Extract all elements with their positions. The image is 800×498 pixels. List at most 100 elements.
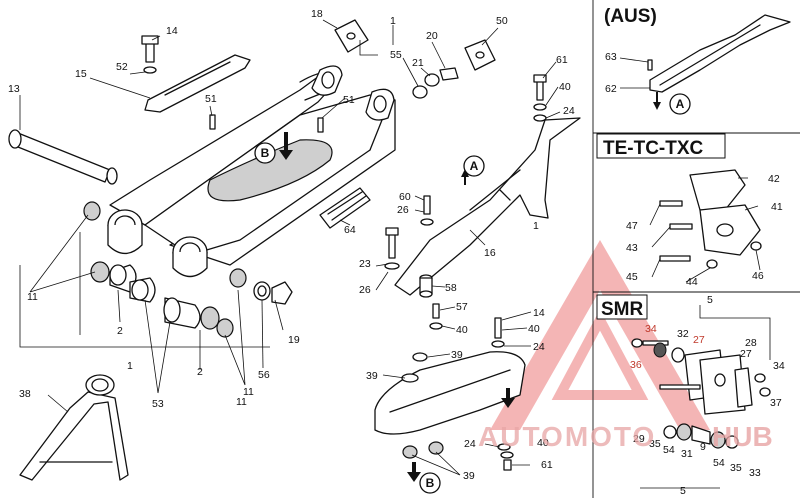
label-39-b: 39 <box>366 370 378 382</box>
slider-pad-50 <box>464 39 496 71</box>
callout-a-1 <box>463 155 485 177</box>
chain-guard-upper <box>144 54 251 113</box>
callout-b-label-2: B <box>426 476 435 490</box>
label-26-a: 26 <box>397 204 409 216</box>
label-55: 55 <box>390 49 402 61</box>
label-2-b: 2 <box>197 366 203 378</box>
label-38: 38 <box>19 388 31 400</box>
label-61-b: 61 <box>541 459 553 471</box>
swingarm <box>107 65 396 278</box>
label-5-a: 5 <box>707 294 713 306</box>
label-57: 57 <box>456 301 468 313</box>
label-53: 53 <box>152 398 164 410</box>
label-43: 43 <box>626 242 638 254</box>
label-28: 28 <box>745 337 757 349</box>
slider-pad-18 <box>334 19 369 53</box>
label-24-a: 24 <box>563 105 575 117</box>
label-58: 58 <box>445 282 457 294</box>
label-5-b: 5 <box>680 485 686 497</box>
label-40-c: 40 <box>528 323 540 335</box>
te-guide-bracket <box>659 169 762 269</box>
label-54-b: 54 <box>713 457 725 469</box>
label-40-d: 40 <box>537 437 549 449</box>
label-33: 33 <box>749 467 761 479</box>
callout-a-2 <box>669 93 691 115</box>
label-40-a: 40 <box>559 81 571 93</box>
label-62: 62 <box>605 83 617 95</box>
label-39-a: 39 <box>451 349 463 361</box>
label-34-b: 34 <box>773 360 785 372</box>
bolt-set <box>209 74 547 471</box>
label-63: 63 <box>605 51 617 63</box>
label-56: 56 <box>258 369 270 381</box>
callout-a-label-2: A <box>676 97 685 111</box>
stand <box>19 374 129 481</box>
label-54-a: 54 <box>663 444 675 456</box>
label-41: 41 <box>771 201 783 213</box>
label-35-a: 35 <box>649 438 661 450</box>
label-46: 46 <box>752 270 764 282</box>
label-1-a: 1 <box>390 15 396 27</box>
part-number-labels: 14 52 15 13 51 51 18 50 1 55 21 20 61 40… <box>8 8 785 497</box>
label-14-b: 14 <box>533 307 545 319</box>
label-35-b: 35 <box>730 462 742 474</box>
leader-lines <box>19 19 771 489</box>
label-52: 52 <box>116 61 128 73</box>
label-27-b: 27 <box>740 348 752 360</box>
smr-bracket-set <box>631 338 771 449</box>
label-40-b: 40 <box>456 324 468 336</box>
callout-b-1 <box>254 142 276 164</box>
label-50: 50 <box>496 15 508 27</box>
direction-arrows <box>279 92 661 482</box>
callout-b-label-1: B <box>261 146 270 160</box>
label-36: 36 <box>630 359 642 371</box>
label-13: 13 <box>8 83 20 95</box>
label-9: 9 <box>700 441 706 453</box>
callout-a-label-1: A <box>470 159 479 173</box>
label-1-b: 1 <box>533 220 539 232</box>
label-19: 19 <box>288 334 300 346</box>
label-14-a: 14 <box>166 25 178 37</box>
label-23: 23 <box>359 258 371 270</box>
chain-adjuster <box>412 67 459 99</box>
label-26-b: 26 <box>359 284 371 296</box>
label-2-a: 2 <box>117 325 123 337</box>
watermark-hub: HUB <box>712 421 773 452</box>
label-24-b: 24 <box>533 341 545 353</box>
panel-frames <box>592 0 800 498</box>
aus-guide-part <box>647 14 791 93</box>
label-11-b: 11 <box>243 386 254 398</box>
label-11-a: 11 <box>27 291 38 303</box>
label-32: 32 <box>677 328 689 340</box>
label-21: 21 <box>412 57 424 69</box>
label-29: 29 <box>633 433 645 445</box>
bolt-14-top <box>141 35 159 74</box>
label-64: 64 <box>344 224 356 236</box>
label-51-b: 51 <box>343 94 355 106</box>
label-1-c: 1 <box>127 360 133 372</box>
label-34-a: 34 <box>645 323 657 335</box>
chain-guide <box>394 117 581 296</box>
label-11-c: 11 <box>236 396 247 408</box>
label-45: 45 <box>626 271 638 283</box>
label-31: 31 <box>681 448 693 460</box>
label-47: 47 <box>626 220 638 232</box>
label-61-a: 61 <box>556 54 568 66</box>
label-39-c: 39 <box>463 470 475 482</box>
bushing-set <box>83 201 293 338</box>
spacer-58 <box>419 274 433 298</box>
label-15: 15 <box>75 68 87 80</box>
label-27-a: 27 <box>693 334 705 346</box>
label-18: 18 <box>311 8 323 20</box>
pivot-axle <box>8 129 118 185</box>
watermark-logo <box>490 240 710 430</box>
label-51-a: 51 <box>205 93 217 105</box>
label-16: 16 <box>484 247 496 259</box>
watermark-text: AUTOMOTO <box>478 421 656 452</box>
panel-title-aus: (AUS) <box>604 6 657 27</box>
reflector-plate <box>319 187 371 229</box>
label-37: 37 <box>770 397 782 409</box>
label-60: 60 <box>399 191 411 203</box>
